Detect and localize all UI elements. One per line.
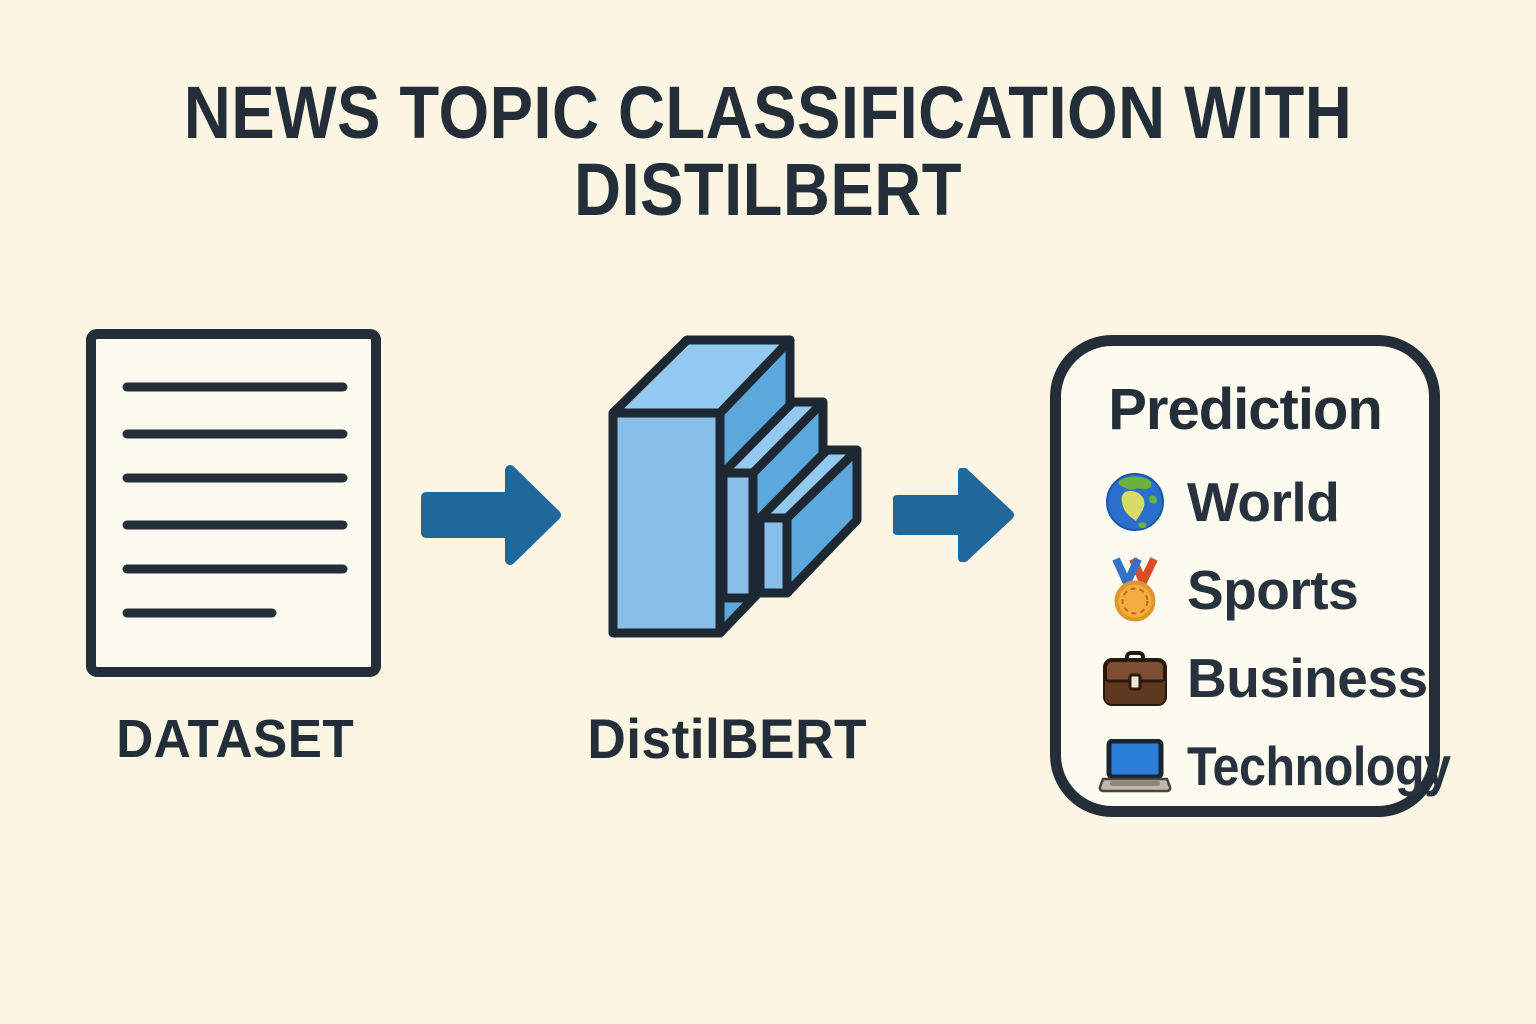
model-label-text: DistilBERT xyxy=(587,707,867,770)
list-item-sports: Sports xyxy=(1061,546,1429,634)
prediction-class-list: World Sports xyxy=(1061,458,1451,810)
model-label: DistilBERT xyxy=(527,706,927,771)
prediction-title: Prediction xyxy=(1108,377,1383,442)
globe-icon xyxy=(1087,472,1183,532)
class-label-business: Business xyxy=(1187,647,1428,709)
dataset-label-text: DATASET xyxy=(116,709,354,769)
right-arrow-icon xyxy=(893,468,1014,562)
class-label-technology: Technology xyxy=(1187,735,1451,797)
dataset-label: DATASET xyxy=(35,708,435,770)
document-icon xyxy=(86,329,381,677)
list-item-business: Business xyxy=(1061,634,1429,722)
model-blocks-icon xyxy=(608,335,862,638)
class-label-world: World xyxy=(1187,471,1340,533)
right-arrow-icon xyxy=(421,465,561,565)
briefcase-icon xyxy=(1087,650,1183,706)
page-title-line1: NEWS TOPIC CLASSIFICATION WITH xyxy=(183,71,1353,154)
medal-icon xyxy=(1087,556,1183,624)
prediction-panel: Prediction World xyxy=(1050,335,1451,817)
class-label-sports: Sports xyxy=(1187,559,1359,621)
list-item-technology: Technology xyxy=(1061,722,1451,810)
list-item-world: World xyxy=(1061,458,1429,546)
page-title: NEWS TOPIC CLASSIFICATION WITH DISTILBER… xyxy=(0,74,1536,228)
laptop-icon xyxy=(1087,739,1183,793)
page-title-line2: DISTILBERT xyxy=(574,148,962,231)
